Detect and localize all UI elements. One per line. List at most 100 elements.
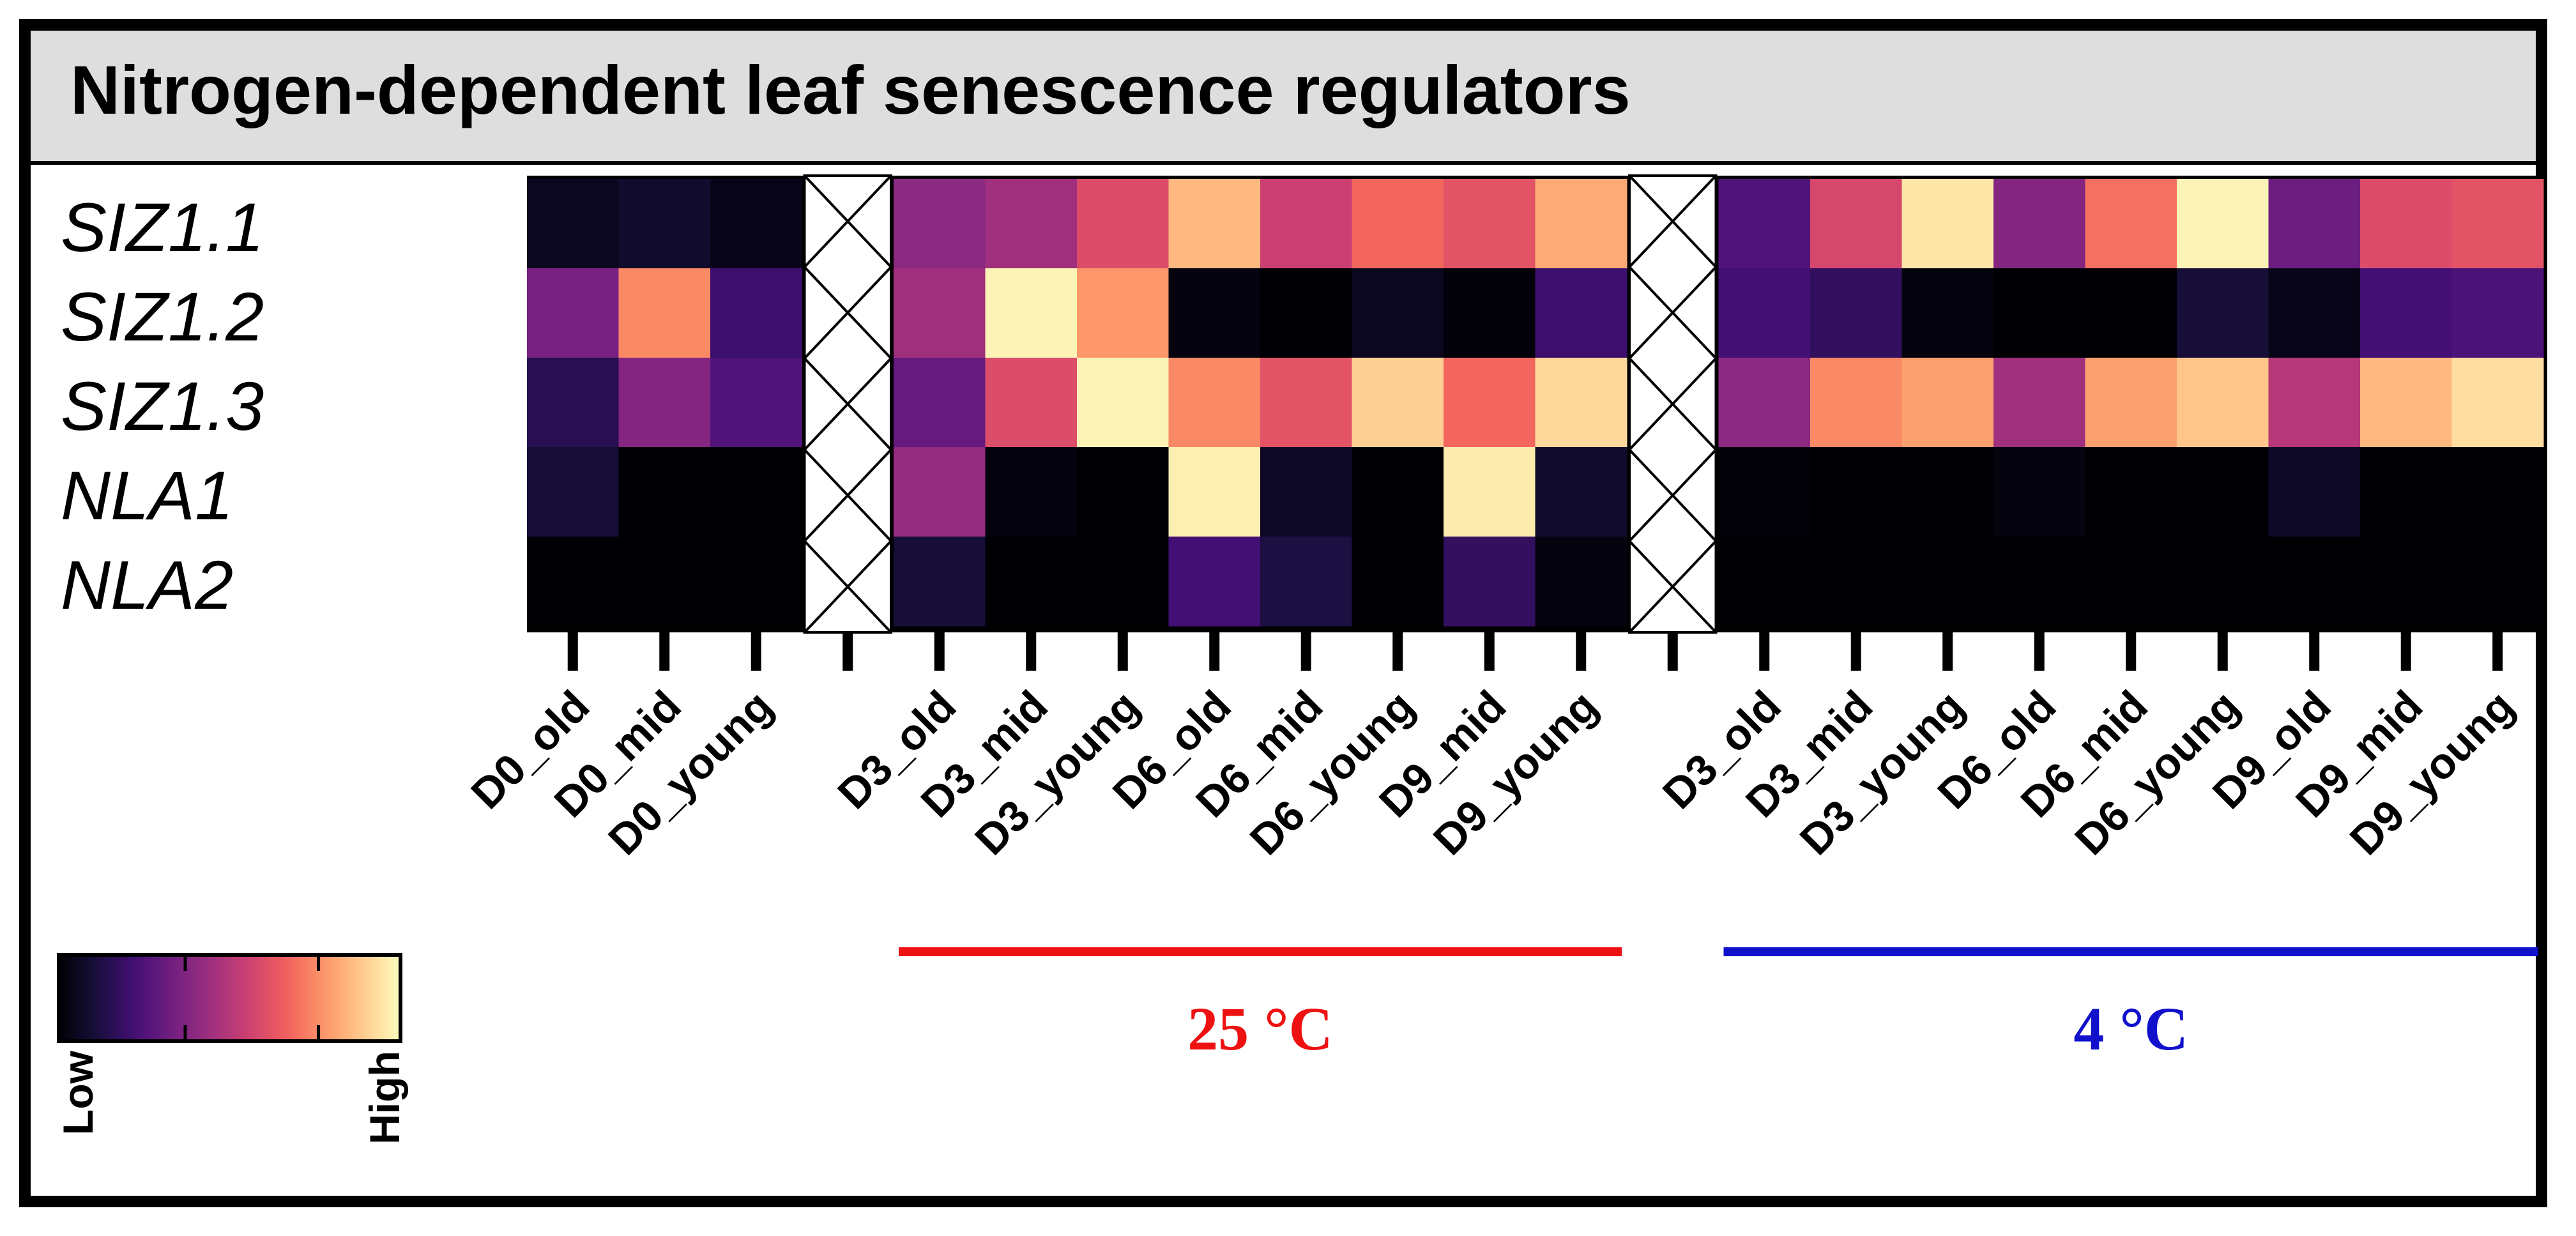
heatmap-cell [2085,537,2177,627]
heatmap-cell [1535,447,1627,537]
heatmap-cell [2360,447,2452,537]
heatmap-cell [985,537,1078,627]
x-tick [1759,632,1770,671]
x-tick [1576,632,1587,671]
row-label: NLA1 [61,457,234,534]
heatmap-cell [985,268,1078,358]
x-tick [2217,632,2228,671]
heatmap-cell [2360,537,2452,627]
heatmap-cell [1902,447,1994,537]
x-tick [1484,632,1495,671]
row-label: SIZ1.3 [61,367,264,445]
heatmap-cell [1260,537,1352,627]
heatmap-cell [1718,268,1811,358]
heatmap-cell [1810,358,1902,448]
heatmap-cell [2268,268,2361,358]
x-tick [1392,632,1403,671]
heatmap-cell [1993,537,2085,627]
heatmap-cell [1077,268,1169,358]
group-label: 25 °C [1187,995,1333,1063]
group-bars [899,947,2538,956]
heatmap-cell [1902,268,1994,358]
heatmap-cell [527,268,619,358]
heatmap-cell [1535,358,1627,448]
heatmap-cell [1260,268,1352,358]
heatmap-cell [894,537,986,627]
heatmap-cell [618,447,711,537]
heatmap-cell [985,358,1078,448]
heatmap-cell [894,447,986,537]
x-tick [1300,632,1311,671]
heatmap-cell [2360,179,2452,269]
colorbar-high-label: High [361,1051,408,1145]
heatmap-cell [527,179,619,269]
heatmap-cell [1718,537,1811,627]
heatmap-cell [1444,268,1536,358]
heatmap-cell [1718,358,1811,448]
heatmap-cell [2451,447,2544,537]
heatmap-cell [894,358,986,448]
heatmap-cell [1535,268,1627,358]
heatmap-cell [1352,447,1444,537]
x-tick [751,632,761,671]
heatmap-cell [2085,447,2177,537]
x-tick [1209,632,1220,671]
heatmap-cell [1444,179,1536,269]
heatmap-cell [2177,447,2269,537]
x-tick [934,632,945,671]
heatmap-cell [1535,179,1627,269]
heatmap-cell [2085,358,2177,448]
heatmap-cell [1810,447,1902,537]
heatmap-cell [1352,268,1444,358]
heatmap-cell [2268,179,2361,269]
heatmap-cell [710,537,802,627]
heatmap-cell [618,179,711,269]
heatmap-cell [1260,447,1352,537]
heatmap-cell [618,358,711,448]
heatmap-cell [1810,537,1902,627]
heatmap-cell [2177,537,2269,627]
heatmap-cell [1810,268,1902,358]
heatmap-cell [1535,537,1627,627]
heatmap-cell [1902,179,1994,269]
x-tick [2034,632,2045,671]
x-tick [1850,632,1861,671]
group-label: 4 °C [2073,995,2189,1063]
heatmap-cell [2085,268,2177,358]
x-tick [567,632,578,671]
heatmap-cell [710,358,802,448]
heatmap-cell [2451,537,2544,627]
heatmap-cell [1168,179,1261,269]
heatmap-cell [985,447,1078,537]
heatmap-cell [1902,537,1994,627]
x-tick [659,632,670,671]
heatmap-cell [710,447,802,537]
heatmap-cell [894,268,986,358]
heatmap-cell [618,268,711,358]
heatmap-cell [710,268,802,358]
x-tick [2126,632,2137,671]
heatmap-cell [2451,179,2544,269]
heatmap-cell [1077,537,1169,627]
heatmap-cell [2451,358,2544,448]
heatmap-cell [2177,268,2269,358]
heatmap-cell [894,179,986,269]
heatmap-cell [527,447,619,537]
x-tick [1026,632,1037,671]
x-axis-ticks [567,632,2503,671]
heatmap-cell [1260,358,1352,448]
missing-column [1628,174,1718,634]
heatmap-cell [710,179,802,269]
heatmap-cell [1902,358,1994,448]
x-tick [2492,632,2503,671]
heatmap-cell [1993,179,2085,269]
heatmap-cell [1993,268,2085,358]
title-bar [31,31,2536,165]
heatmap-cell [1168,268,1261,358]
heatmap-cell [1352,537,1444,627]
heatmap-cell [2268,447,2361,537]
heatmap-cell [2451,268,2544,358]
